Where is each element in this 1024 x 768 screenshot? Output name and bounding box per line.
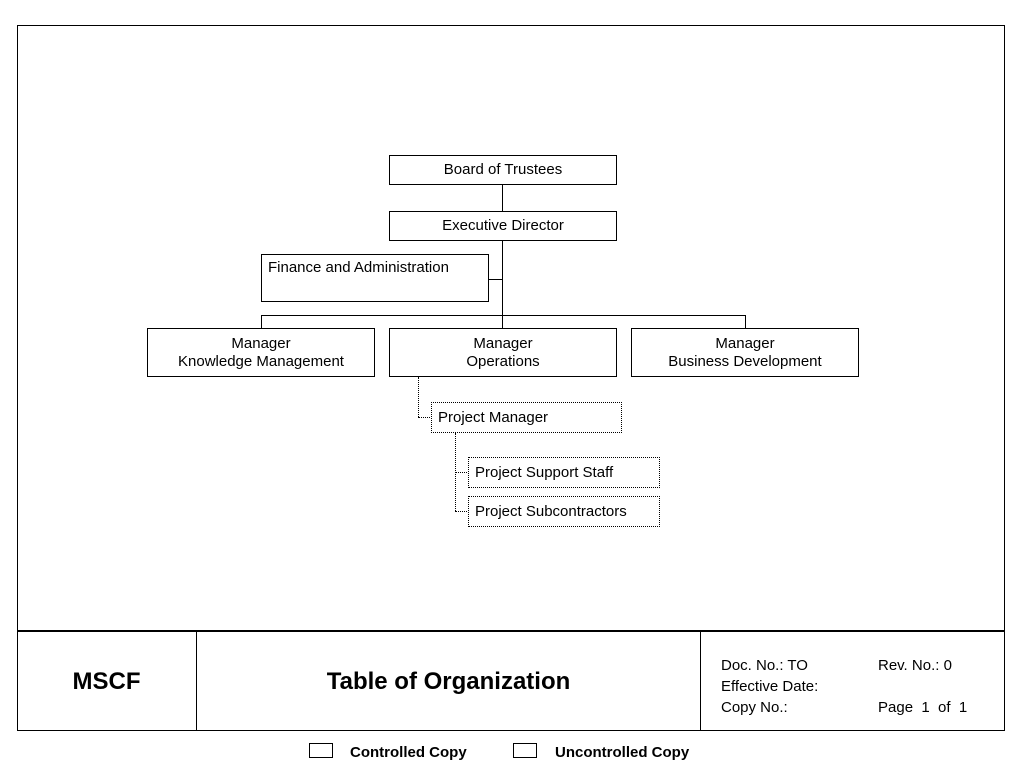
finance-administration-box: Finance and Administration bbox=[261, 254, 489, 302]
page-number: Page 1 of 1 bbox=[878, 699, 968, 716]
project-manager-label: Project Manager bbox=[438, 408, 549, 426]
connector-manager-ops bbox=[502, 315, 503, 329]
connector-manager-bd bbox=[745, 315, 746, 329]
executive-director-box: Executive Director bbox=[389, 211, 617, 241]
manager-km-line2: Knowledge Management bbox=[178, 352, 344, 370]
controlled-copy-checkbox[interactable] bbox=[309, 743, 333, 758]
org-name-cell: MSCF bbox=[17, 632, 196, 731]
project-support-staff-label: Project Support Staff bbox=[475, 463, 614, 481]
rev-no: Rev. No.: 0 bbox=[878, 657, 952, 674]
controlled-copy-label: Controlled Copy bbox=[350, 744, 467, 761]
connector-manager-km bbox=[261, 315, 262, 329]
project-manager-box: Project Manager bbox=[431, 402, 622, 433]
uncontrolled-copy-checkbox[interactable] bbox=[513, 743, 537, 758]
manager-operations-box: Manager Operations bbox=[389, 328, 617, 377]
finance-administration-label: Finance and Administration bbox=[268, 259, 449, 276]
manager-bd-line2: Business Development bbox=[668, 352, 822, 370]
footer-divider-right bbox=[700, 631, 701, 731]
manager-km-line1: Manager bbox=[231, 334, 291, 352]
effective-date: Effective Date: bbox=[721, 678, 819, 695]
dotted-connector-support bbox=[455, 472, 469, 473]
project-subcontractors-label: Project Subcontractors bbox=[475, 502, 627, 520]
document-frame bbox=[17, 25, 1005, 731]
connector-finance bbox=[488, 279, 503, 280]
document-title: Table of Organization bbox=[326, 667, 571, 695]
connector-board-exec bbox=[502, 184, 503, 211]
manager-ops-line2: Operations bbox=[466, 352, 540, 370]
project-subcontractors-box: Project Subcontractors bbox=[468, 496, 660, 527]
footer-divider-left bbox=[196, 631, 197, 731]
manager-business-development-box: Manager Business Development bbox=[631, 328, 859, 377]
board-of-trustees-box: Board of Trustees bbox=[389, 155, 617, 185]
copy-no: Copy No.: bbox=[721, 699, 788, 716]
dotted-connector-ops-pm bbox=[418, 377, 419, 417]
uncontrolled-copy-label: Uncontrolled Copy bbox=[555, 744, 690, 761]
doc-no: Doc. No.: TO bbox=[721, 657, 808, 674]
org-name: MSCF bbox=[72, 667, 141, 695]
manager-ops-line1: Manager bbox=[473, 334, 533, 352]
footer-top-border bbox=[17, 630, 1005, 632]
connector-managers-horizontal bbox=[261, 315, 746, 316]
document-title-cell: Table of Organization bbox=[197, 632, 700, 731]
connector-exec-trunk bbox=[502, 240, 503, 315]
manager-knowledge-management-box: Manager Knowledge Management bbox=[147, 328, 375, 377]
executive-director-label: Executive Director bbox=[442, 217, 564, 234]
manager-bd-line1: Manager bbox=[715, 334, 775, 352]
project-support-staff-box: Project Support Staff bbox=[468, 457, 660, 488]
board-of-trustees-label: Board of Trustees bbox=[443, 161, 563, 178]
dotted-connector-ops-pm-h bbox=[418, 417, 432, 418]
dotted-connector-subcontractors bbox=[455, 511, 469, 512]
